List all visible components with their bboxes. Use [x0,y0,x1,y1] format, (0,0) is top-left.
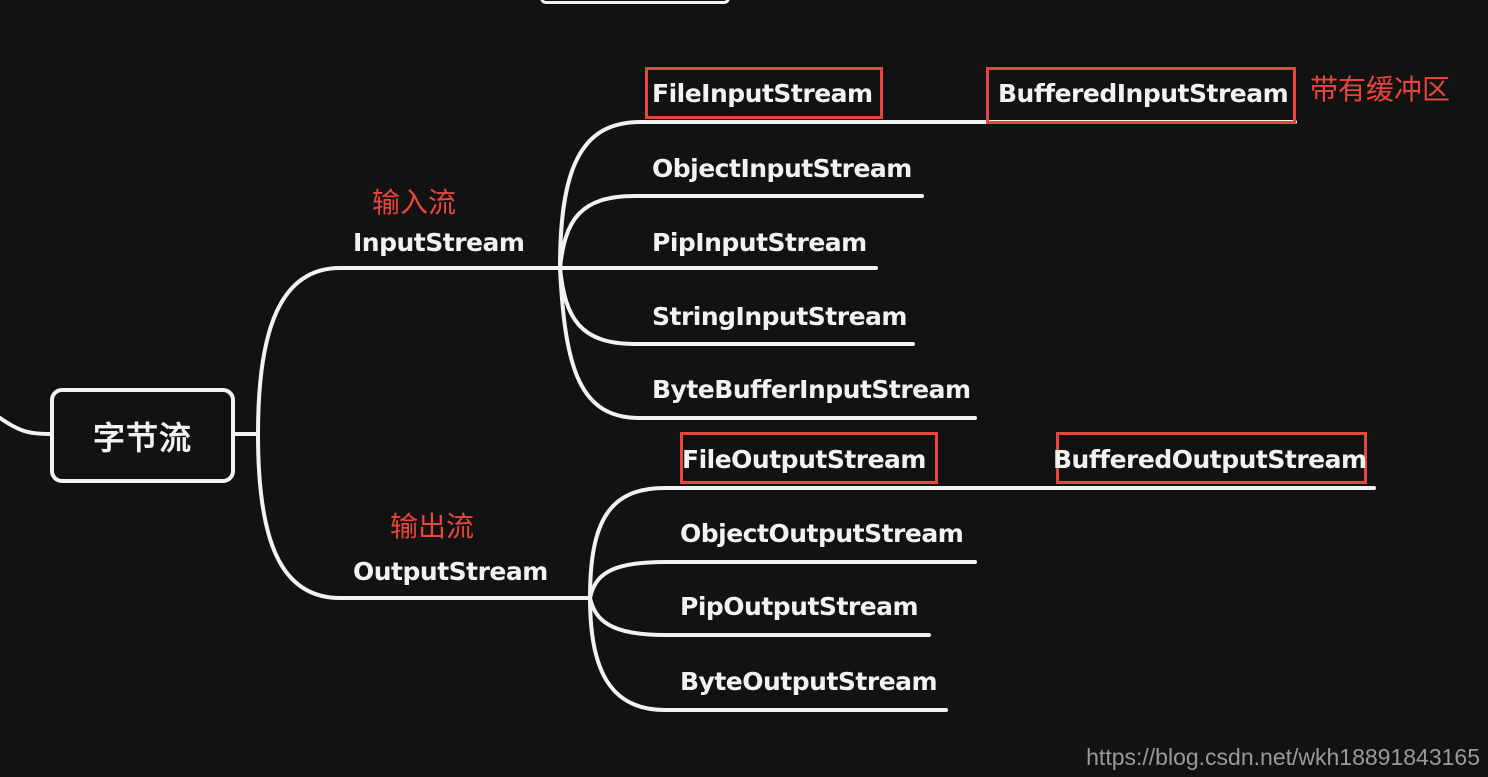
buffered-output-stream-node[interactable]: BufferedOutputStream [1053,445,1367,474]
byte-output-stream-node[interactable]: ByteOutputStream [680,667,938,696]
connector-bytebuffer-input [558,266,977,420]
connector-object-output [588,560,977,600]
object-input-stream-node[interactable]: ObjectInputStream [652,154,912,183]
pip-output-stream-node[interactable]: PipOutputStream [680,592,919,621]
file-input-highlight [645,67,883,119]
object-output-stream-node[interactable]: ObjectOutputStream [680,519,964,548]
file-output-highlight [680,432,938,484]
input-annotation: 输入流 [372,186,457,219]
connector-file-input [558,120,987,270]
watermark: https://blog.csdn.net/wkh18891843165 [1086,744,1480,770]
buffered-input-stream-node[interactable]: BufferedInputStream [998,79,1289,108]
connector-byte-output [588,596,948,712]
buffered-output-highlight [1056,432,1367,484]
buffered-input-highlight [986,67,1296,124]
connector-file-output [588,486,1057,600]
connector-parent [0,416,52,436]
connector-root-to-output [256,432,592,600]
connector-pip-output [588,596,931,637]
bytebuffer-input-stream-node[interactable]: ByteBufferInputStream [652,375,971,404]
file-output-stream-node[interactable]: FileOutputStream [682,445,926,474]
connector-object-input [558,194,924,270]
buffer-annotation: 带有缓冲区 [1310,73,1451,106]
pip-input-stream-node[interactable]: PipInputStream [652,228,867,257]
file-input-stream-node[interactable]: FileInputStream [652,79,873,108]
output-stream-node[interactable]: OutputStream [353,557,548,586]
input-stream-node[interactable]: InputStream [353,228,525,257]
root-node[interactable]: 字节流 [50,388,235,483]
output-annotation: 输出流 [390,510,475,543]
string-input-stream-node[interactable]: StringInputStream [652,302,907,331]
connector-root-to-input [233,266,562,436]
root-label: 字节流 [92,418,192,457]
